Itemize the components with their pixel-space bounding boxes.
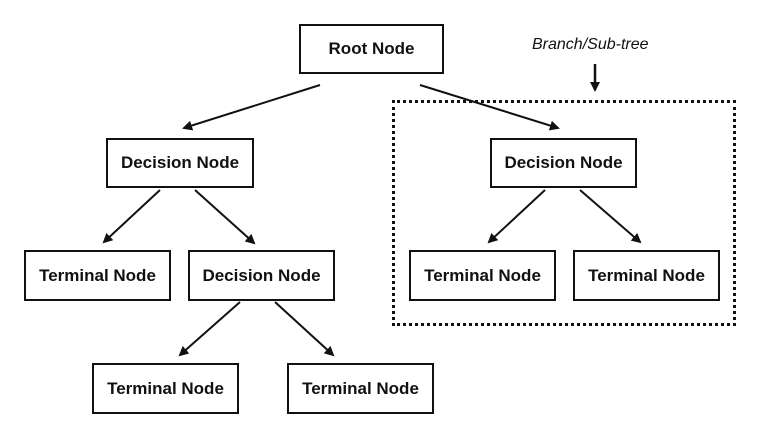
edge-decision-left-to-terminal	[102, 189, 161, 244]
edge-decision-right-to-terminal-right	[579, 189, 642, 244]
terminal-node-right-right: Terminal Node	[573, 250, 720, 301]
edge-root-to-decision-right	[419, 84, 560, 131]
root-node: Root Node	[299, 24, 444, 74]
terminal-node-lr-right: Terminal Node	[287, 363, 434, 414]
edge-decision-left-to-decision	[194, 189, 256, 245]
subtree-label: Branch/Sub-tree	[532, 36, 649, 53]
terminal-node-right-left: Terminal Node	[409, 250, 556, 301]
edge-decision-lr-to-terminal-left	[178, 301, 241, 357]
edge-decision-lr-to-terminal-right	[274, 301, 335, 357]
terminal-node-left-left: Terminal Node	[24, 250, 171, 301]
subtree-box	[392, 100, 736, 326]
terminal-node-lr-left: Terminal Node	[92, 363, 239, 414]
decision-node-left-right: Decision Node	[188, 250, 335, 301]
edge-decision-right-to-terminal-left	[487, 189, 546, 244]
decision-node-right: Decision Node	[490, 138, 637, 188]
edge-root-to-decision-left	[182, 84, 321, 131]
decision-node-left: Decision Node	[106, 138, 254, 188]
